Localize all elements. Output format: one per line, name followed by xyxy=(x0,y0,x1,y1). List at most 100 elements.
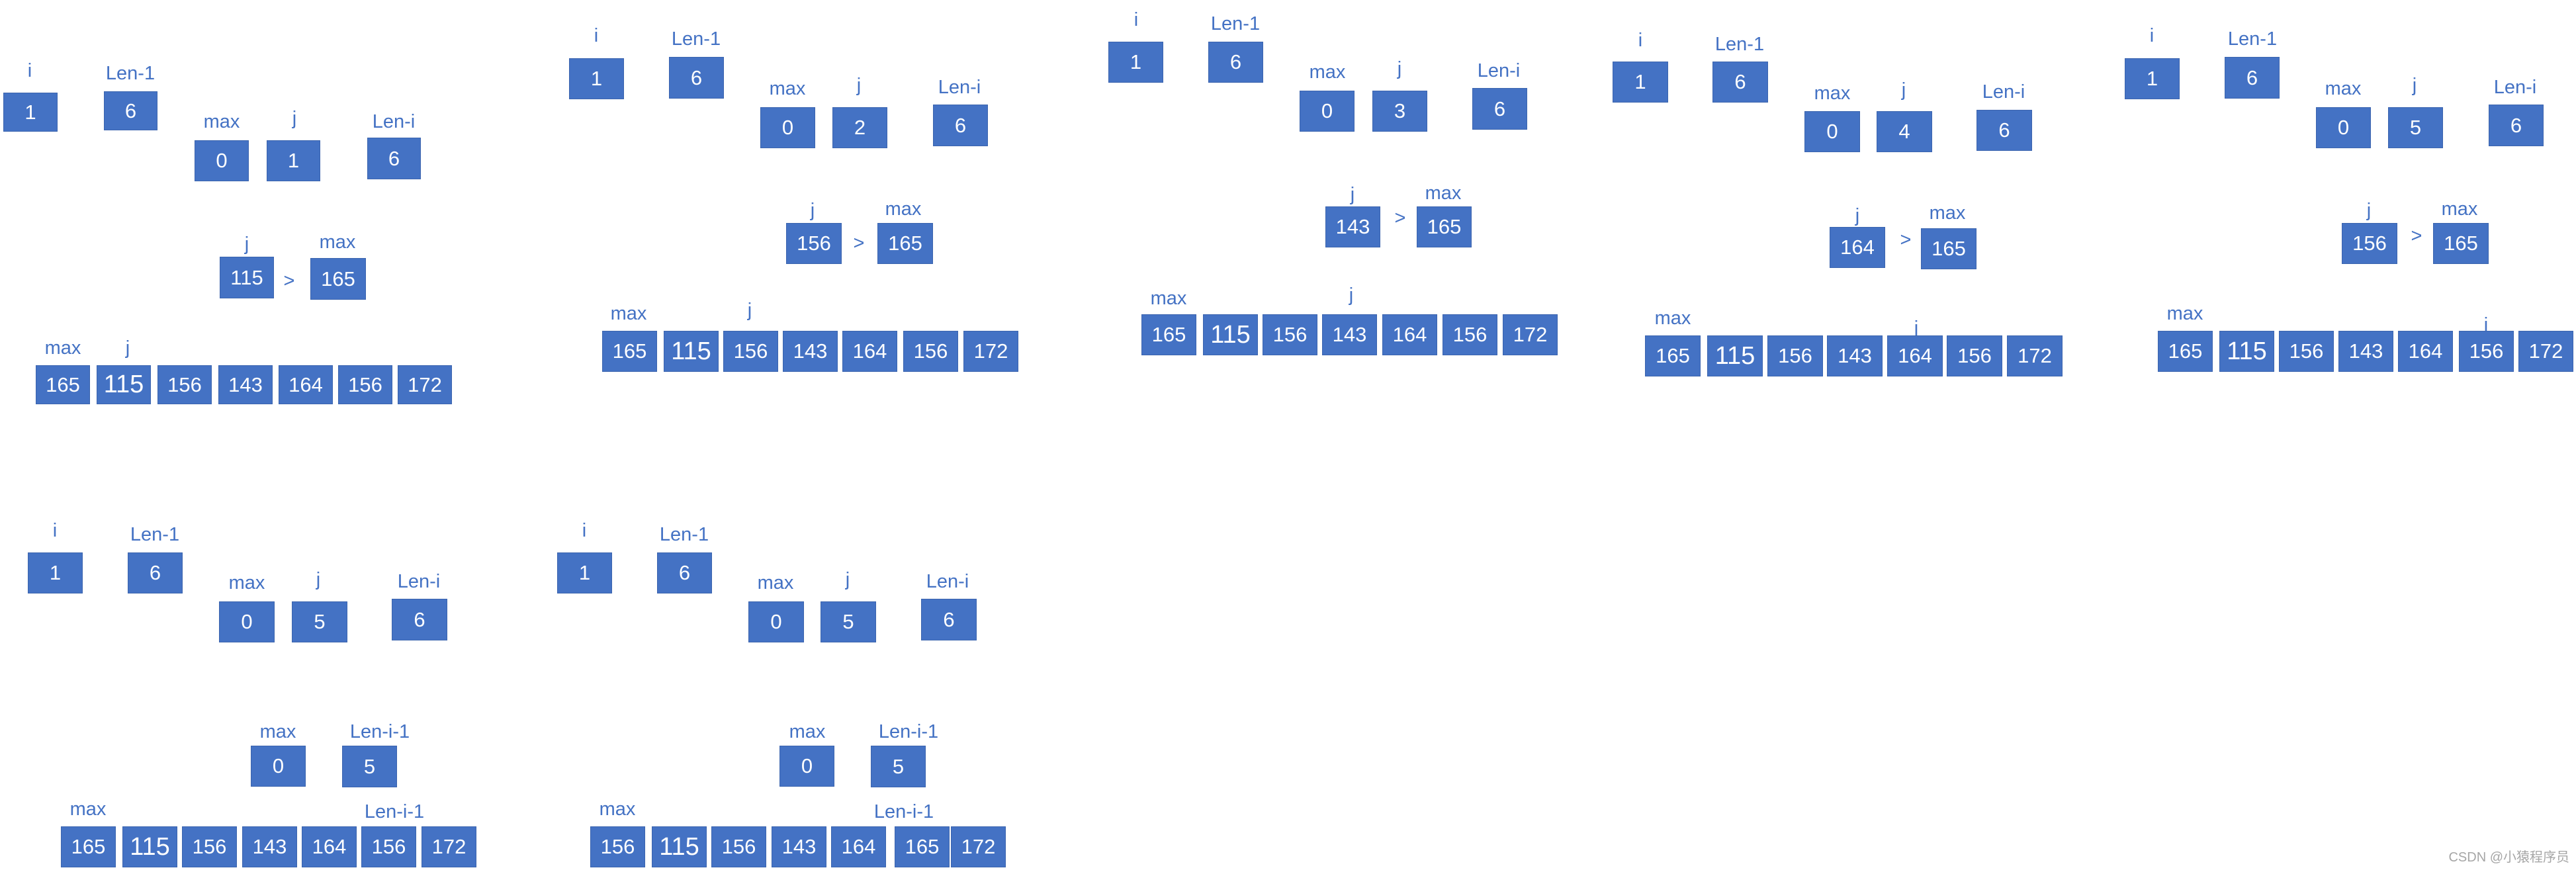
len-i-value-box: 6 xyxy=(392,599,447,640)
mid-max-value-box: 0 xyxy=(779,746,834,787)
array-cell: 115 xyxy=(1707,335,1763,376)
array-cell: 164 xyxy=(1887,335,1943,376)
len-1-value-box: 6 xyxy=(128,552,183,593)
array-cell: 115 xyxy=(2219,331,2274,372)
i-value-box: 1 xyxy=(1613,62,1668,103)
array-cell: 156 xyxy=(903,331,958,372)
len-i-label: Len-i xyxy=(2493,77,2537,98)
mid-len-i-1-value-box: 5 xyxy=(871,746,926,787)
array-cell: 143 xyxy=(1827,335,1883,376)
j-label: j xyxy=(845,569,850,590)
i-label: i xyxy=(52,520,58,541)
j-label: j xyxy=(292,108,297,129)
array-cell: 172 xyxy=(398,365,452,404)
array-cell: 143 xyxy=(2338,331,2393,372)
j-value-box: 5 xyxy=(292,601,347,642)
array-cell: 165 xyxy=(1645,335,1701,376)
array-cell: 165 xyxy=(1141,314,1196,355)
array-cell: 115 xyxy=(664,331,719,372)
array-cell: 156 xyxy=(157,365,212,404)
greater-than-sign: > xyxy=(1394,207,1406,229)
array-cell: 164 xyxy=(831,826,886,867)
len-i-value-box: 6 xyxy=(921,599,977,640)
mid-len-i-1-label: Len-i-1 xyxy=(878,721,939,742)
array-len-i-1-label: Len-i-1 xyxy=(873,801,934,822)
array-cell: 156 xyxy=(2279,331,2334,372)
array-max-label: max xyxy=(1654,308,1691,329)
array-max-label: max xyxy=(69,799,107,820)
len-i-label: Len-i xyxy=(926,571,969,592)
compare-max-label: max xyxy=(319,232,356,253)
array-len-i-1-label: Len-i-1 xyxy=(364,801,425,822)
mid-max-value-box: 0 xyxy=(251,746,306,787)
i-label: i xyxy=(582,520,587,541)
array-cell: 156 xyxy=(1443,314,1497,355)
array-cell: 172 xyxy=(2007,335,2063,376)
array-cell: 115 xyxy=(97,365,151,404)
array-cell: 156 xyxy=(711,826,766,867)
array-max-label: max xyxy=(1150,288,1187,309)
j-value-box: 3 xyxy=(1372,91,1427,132)
compare-j-label: j xyxy=(1855,205,1860,226)
array-j-label: j xyxy=(125,337,130,359)
len-1-label: Len-1 xyxy=(2227,28,2278,50)
i-value-box: 1 xyxy=(569,58,624,99)
len-1-label: Len-1 xyxy=(1714,34,1765,55)
len-1-label: Len-1 xyxy=(105,63,155,84)
len-i-value-box: 6 xyxy=(2489,105,2544,146)
len-i-label: Len-i xyxy=(938,77,981,98)
compare-max-label: max xyxy=(885,198,922,220)
array-j-label: j xyxy=(1349,285,1354,306)
compare-right-box: 165 xyxy=(1921,228,1976,269)
array-cell: 172 xyxy=(963,331,1018,372)
compare-max-label: max xyxy=(1929,202,1966,224)
array-cell: 115 xyxy=(652,826,707,867)
compare-right-box: 165 xyxy=(1417,206,1472,247)
len-1-label: Len-1 xyxy=(130,524,180,545)
array-max-label: max xyxy=(44,337,81,359)
array-max-label: max xyxy=(610,303,647,324)
compare-right-box: 165 xyxy=(310,258,366,300)
greater-than-sign: > xyxy=(283,270,295,292)
len-1-label: Len-1 xyxy=(1210,13,1261,34)
max-label: max xyxy=(1309,62,1346,83)
array-cell: 143 xyxy=(218,365,273,404)
len-1-label: Len-1 xyxy=(671,28,721,50)
array-cell: 164 xyxy=(2398,331,2453,372)
max-value-box: 0 xyxy=(195,140,249,181)
len-i-label: Len-i xyxy=(397,571,441,592)
j-label: j xyxy=(856,75,862,96)
array-cell: 172 xyxy=(2518,331,2573,372)
max-value-box: 0 xyxy=(748,601,804,642)
i-label: i xyxy=(594,25,599,46)
array-cell: 164 xyxy=(1382,314,1437,355)
array-cell: 165 xyxy=(36,365,90,404)
mid-max-label: max xyxy=(789,721,826,742)
greater-than-sign: > xyxy=(853,232,865,254)
mid-len-i-1-value-box: 5 xyxy=(342,746,397,787)
max-value-box: 0 xyxy=(219,601,275,642)
len-1-value-box: 6 xyxy=(1712,62,1768,103)
compare-max-label: max xyxy=(2441,198,2478,220)
array-cell: 165 xyxy=(2158,331,2213,372)
j-label: j xyxy=(1397,58,1402,79)
j-value-box: 4 xyxy=(1877,111,1932,152)
max-value-box: 0 xyxy=(1804,111,1860,152)
array-cell: 143 xyxy=(783,331,838,372)
compare-left-box: 143 xyxy=(1325,206,1380,247)
len-i-value-box: 6 xyxy=(367,138,421,179)
max-value-box: 0 xyxy=(2316,107,2371,148)
len-1-value-box: 6 xyxy=(669,57,724,99)
len-1-label: Len-1 xyxy=(659,524,709,545)
compare-right-box: 165 xyxy=(877,223,933,264)
compare-left-box: 156 xyxy=(786,223,842,264)
i-value-box: 1 xyxy=(557,552,612,593)
len-1-value-box: 6 xyxy=(657,552,712,593)
max-label: max xyxy=(1814,83,1851,104)
array-max-label: max xyxy=(599,799,636,820)
len-1-value-box: 6 xyxy=(1208,42,1263,83)
i-label: i xyxy=(1638,30,1643,51)
array-cell: 156 xyxy=(590,826,645,867)
mid-max-label: max xyxy=(259,721,296,742)
